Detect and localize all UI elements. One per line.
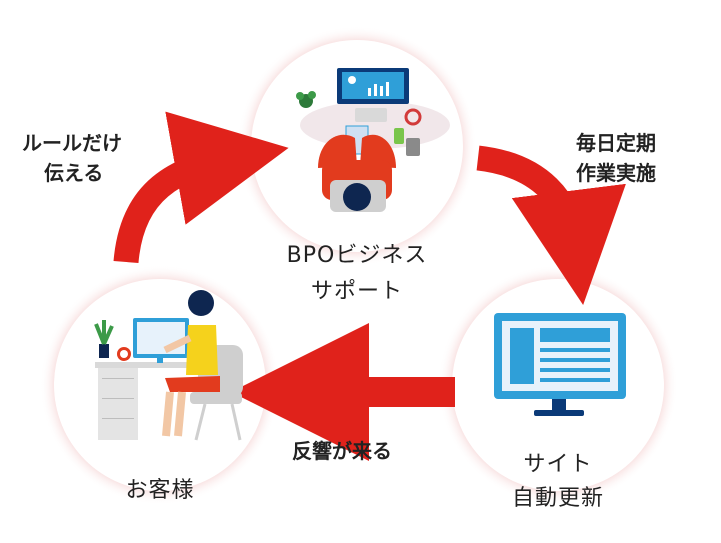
edge-bpo-to-site-line1: 毎日定期	[576, 131, 656, 155]
node-site-line1: サイト	[523, 452, 593, 477]
customer-illustration	[94, 290, 243, 441]
bpo-worker-illustration	[296, 68, 450, 212]
edge-customer-to-bpo-label: ルールだけ 伝える	[22, 128, 172, 188]
arrow-customer-to-bpo	[113, 111, 289, 264]
node-bpo-label: BPOビジネス サポート	[262, 238, 452, 310]
node-bpo-line2: サポート	[310, 279, 403, 304]
node-customer-label: お客様	[125, 478, 195, 503]
node-site-line2: 自動更新	[511, 486, 604, 511]
edge-site-to-customer-label: 反響が来る	[292, 439, 392, 463]
edge-bpo-to-site-label: 毎日定期 作業実施	[576, 128, 706, 188]
monitor-icon	[494, 313, 626, 416]
circle-customer	[40, 265, 280, 505]
node-bpo-line1: BPOビジネス	[286, 243, 428, 268]
node-site-label: サイト 自動更新	[480, 448, 636, 516]
edge-bpo-to-site-line2: 作業実施	[576, 161, 656, 185]
arrow-bpo-to-site	[476, 145, 626, 306]
edge-customer-to-bpo-line2: 伝える	[44, 161, 104, 185]
edge-customer-to-bpo-line1: ルールだけ	[22, 131, 122, 155]
